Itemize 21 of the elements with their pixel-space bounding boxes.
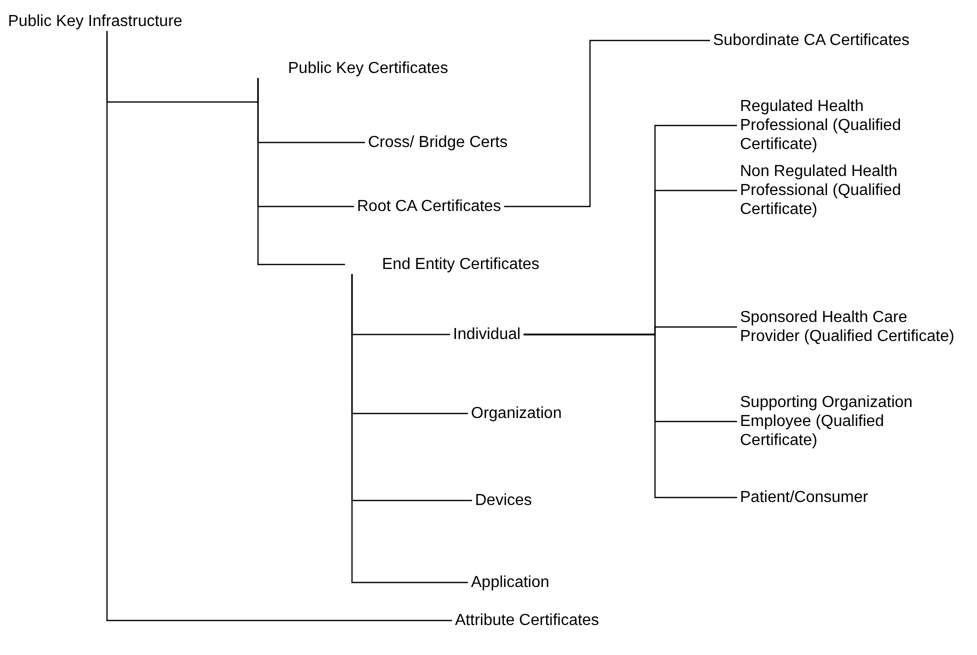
- connector-line: [524, 334, 737, 498]
- node-label: Public Key Infrastructure: [8, 12, 182, 31]
- node-label: Attribute Certificates: [455, 611, 600, 630]
- node-label: Cross/ Bridge Certs: [368, 133, 508, 152]
- node-label: End Entity Certificates: [348, 255, 540, 274]
- node-label: Application: [471, 573, 550, 592]
- node-label: Non Regulated Health Professional (Qualified Certificate): [740, 162, 955, 219]
- node-label: Patient/Consumer: [740, 488, 868, 507]
- node-label: Individual: [453, 325, 521, 344]
- connector-line: [504, 40, 710, 208]
- node-label: Subordinate CA Certificates: [713, 31, 910, 50]
- node-label: Organization: [471, 404, 562, 423]
- node-label: Sponsored Health Care Provider (Qualified Certificate): [740, 308, 955, 346]
- node-label: Devices: [475, 491, 532, 510]
- node-label: Supporting Organization Employee (Qualified Certificate): [740, 393, 955, 450]
- node-label: Root CA Certificates: [357, 197, 502, 216]
- node-label: Public Key Certificates: [255, 59, 448, 78]
- connector-line: [106, 31, 452, 622]
- connector-line: [257, 78, 345, 266]
- connector-line: [351, 274, 468, 584]
- node-label: Regulated Health Professional (Qualified Certificate): [740, 97, 955, 154]
